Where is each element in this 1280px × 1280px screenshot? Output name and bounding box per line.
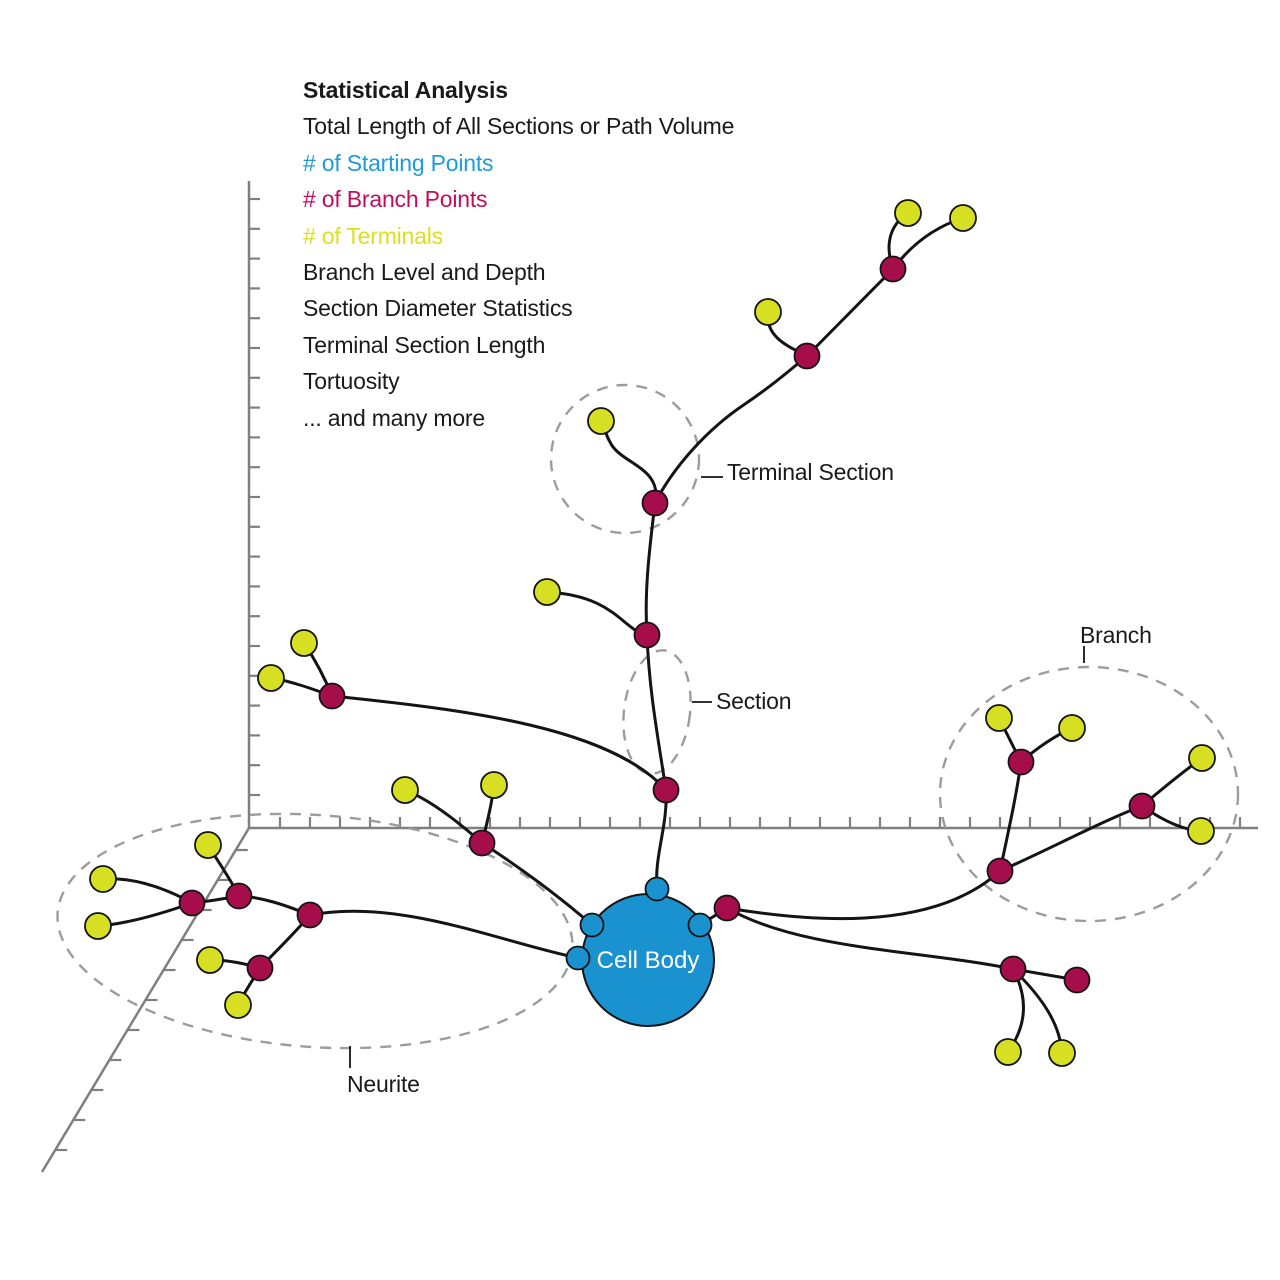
label-neurite: Neurite — [347, 1071, 420, 1097]
terminal-node — [533, 578, 561, 606]
neurite-section-line — [645, 633, 668, 792]
stats-line: # of Terminals — [303, 222, 443, 249]
terminal-node — [196, 946, 224, 974]
terminal-node — [754, 298, 782, 326]
starting-point-node — [687, 912, 713, 938]
starting-point-node — [579, 912, 605, 938]
neurite-section-line — [96, 901, 194, 928]
branch-point-node — [1128, 792, 1156, 820]
branch-point-node — [318, 682, 346, 710]
neurite-section-line — [480, 841, 594, 927]
neurite-section-line — [725, 906, 1015, 971]
cell-body-label: Cell Body — [596, 947, 700, 974]
stats-line: ... and many more — [303, 404, 485, 431]
stats-line: Total Length of All Sections or Path Vol… — [303, 113, 735, 140]
terminal-node — [1058, 714, 1086, 742]
stats-line: # of Branch Points — [303, 186, 488, 213]
terminal-node — [224, 991, 252, 1019]
branch-point-node — [879, 255, 907, 283]
stats-line: Section Diameter Statistics — [303, 295, 573, 322]
branch-point-node — [246, 954, 274, 982]
branch-point-node — [999, 955, 1027, 983]
terminal-node — [194, 831, 222, 859]
terminal-node — [1048, 1039, 1076, 1067]
branch-point-node — [1063, 966, 1091, 994]
neurite-section-line — [998, 760, 1023, 873]
terminal-node — [480, 771, 508, 799]
neurite-section-line — [1011, 967, 1064, 1055]
stats-line: Tortuosity — [303, 368, 400, 395]
stats-line: Statistical Analysis — [303, 77, 508, 103]
neurite-section-line — [545, 590, 649, 637]
branch-point-node — [633, 621, 661, 649]
branch-region — [938, 665, 1240, 923]
neurite-section-line — [655, 788, 668, 891]
branch-point-node — [225, 882, 253, 910]
terminal-node — [994, 1038, 1022, 1066]
terminal-node — [985, 704, 1013, 732]
branch-point-node — [713, 894, 741, 922]
terminal-node — [391, 776, 419, 804]
neurite-section-line — [805, 267, 895, 358]
label-section: Section — [716, 688, 792, 714]
terminal-node — [84, 912, 112, 940]
label-terminal-section: Terminal Section — [727, 459, 894, 485]
starting-point-node — [644, 876, 670, 902]
terminal-node — [290, 629, 318, 657]
terminal-section-region — [549, 383, 701, 535]
neurite-region — [56, 812, 574, 1050]
neurite-section-line — [308, 909, 580, 960]
branch-point-node — [641, 489, 669, 517]
terminal-node — [89, 865, 117, 893]
branch-point-node — [178, 889, 206, 917]
section-region — [622, 649, 692, 775]
neurite-section-line — [403, 788, 484, 845]
terminal-node — [1188, 744, 1216, 772]
stats-line: # of Starting Points — [303, 149, 494, 176]
branch-point-node — [468, 829, 496, 857]
terminal-node — [894, 199, 922, 227]
branch-point-node — [793, 342, 821, 370]
neurite-section-line — [998, 804, 1144, 873]
terminal-node — [949, 204, 977, 232]
starting-point-node — [565, 945, 591, 971]
label-branch: Branch — [1080, 622, 1152, 648]
neurite-section-line — [725, 869, 1002, 921]
neurite-section-line — [644, 501, 657, 637]
neurite-section-line — [653, 354, 809, 505]
stats-line: Terminal Section Length — [303, 331, 546, 358]
terminal-node — [587, 407, 615, 435]
neurite-section-line — [330, 694, 668, 792]
terminal-node — [257, 664, 285, 692]
terminal-node — [1187, 817, 1215, 845]
branch-point-node — [986, 857, 1014, 885]
branch-point-node — [296, 901, 324, 929]
branch-point-node — [652, 776, 680, 804]
stats-line: Branch Level and Depth — [303, 259, 546, 286]
branch-point-node — [1007, 748, 1035, 776]
